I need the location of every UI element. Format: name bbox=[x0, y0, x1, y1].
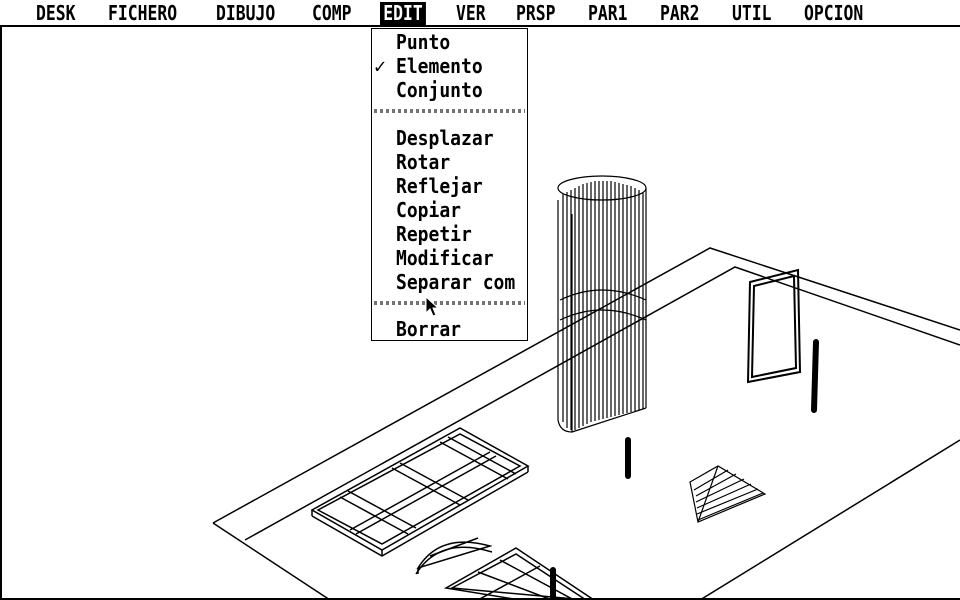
menu-par2[interactable]: PAR2 bbox=[660, 1, 700, 25]
posts bbox=[550, 339, 819, 598]
arrow-cursor-icon bbox=[425, 296, 439, 317]
menu-separator bbox=[374, 301, 525, 305]
menu-util[interactable]: UTIL bbox=[732, 1, 772, 25]
menu-item-copiar[interactable]: Copiar bbox=[396, 198, 462, 222]
menu-item-desplazar[interactable]: Desplazar bbox=[396, 126, 494, 150]
floor-outline bbox=[212, 247, 960, 524]
cad-drawing bbox=[212, 175, 960, 598]
menu-item-rotar[interactable]: Rotar bbox=[396, 150, 451, 174]
menu-fichero[interactable]: FICHERO bbox=[108, 1, 178, 25]
menu-separator bbox=[374, 109, 525, 113]
menu-item-conjunto[interactable]: Conjunto bbox=[396, 78, 483, 102]
menu-item-punto[interactable]: Punto bbox=[396, 30, 451, 54]
menu-item-borrar[interactable]: Borrar bbox=[396, 317, 462, 341]
menu-edit[interactable]: EDIT bbox=[380, 2, 427, 25]
door-frame bbox=[746, 268, 802, 384]
floor-right-edge bbox=[701, 439, 960, 598]
window-grid-bottom bbox=[443, 547, 593, 598]
menu-comp[interactable]: COMP bbox=[312, 1, 352, 25]
window-grid bbox=[310, 427, 530, 557]
floor-plane bbox=[212, 247, 960, 598]
menu-par1[interactable]: PAR1 bbox=[588, 1, 628, 25]
menu-item-reflejar[interactable]: Reflejar bbox=[396, 174, 483, 198]
menu-item-separar[interactable]: Separar com bbox=[396, 270, 516, 294]
menu-ver[interactable]: VER bbox=[456, 1, 486, 25]
post-right bbox=[811, 339, 819, 413]
floor-left-edge bbox=[212, 522, 329, 598]
hatched-panel bbox=[689, 465, 767, 523]
half-disc bbox=[415, 537, 493, 575]
menu-prsp[interactable]: PRSP bbox=[516, 1, 556, 25]
menu-opcion[interactable]: OPCION bbox=[804, 1, 864, 25]
menu-dibujo[interactable]: DIBUJO bbox=[216, 1, 276, 25]
floor-inner-edge bbox=[244, 266, 960, 541]
menu-desk[interactable]: DESK bbox=[36, 1, 76, 25]
menu-item-modificar[interactable]: Modificar bbox=[396, 246, 494, 270]
cylinder-wall bbox=[557, 175, 647, 433]
checkmark-icon: ✓ bbox=[374, 54, 387, 78]
edit-menu-dropdown: Punto ✓ Elemento Conjunto Desplazar Rota… bbox=[371, 28, 528, 341]
menu-item-elemento[interactable]: Elemento bbox=[396, 54, 483, 78]
menu-bar: DESK FICHERO DIBUJO COMP EDIT VER PRSP P… bbox=[0, 0, 960, 27]
menu-item-repetir[interactable]: Repetir bbox=[396, 222, 472, 246]
